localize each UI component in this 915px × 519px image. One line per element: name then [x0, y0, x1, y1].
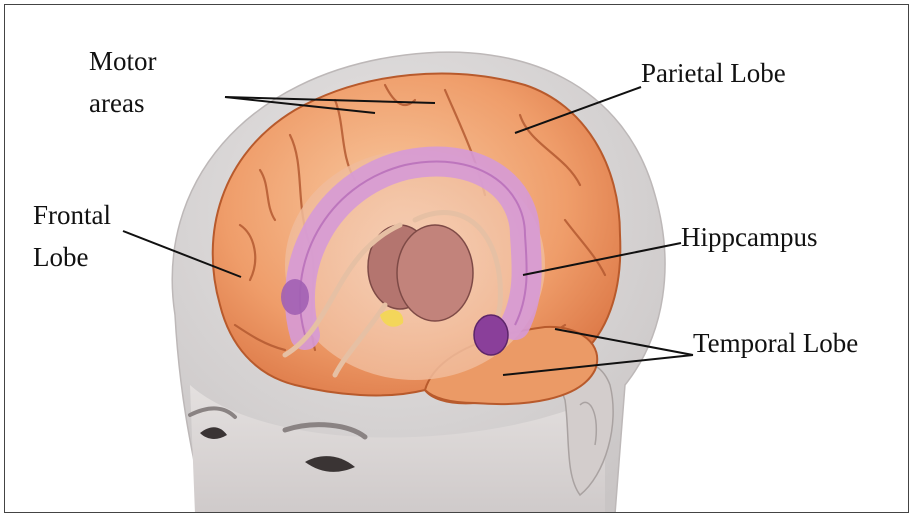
label-temporal: Temporal Lobe: [693, 327, 858, 359]
amygdala: [474, 315, 508, 355]
thalamus-right: [397, 225, 473, 321]
label-frontal-line2: Lobe: [33, 241, 88, 273]
label-parietal: Parietal Lobe: [641, 57, 786, 89]
diagram-frame: Motor areas Parietal Lobe Frontal Lobe H…: [4, 4, 909, 513]
label-motor-line2: areas: [89, 87, 144, 119]
label-frontal-line1: Frontal: [33, 199, 111, 231]
olfactory-bulb: [281, 279, 309, 315]
label-motor-line1: Motor: [89, 45, 157, 77]
label-hippocampus: Hippcampus: [681, 221, 817, 253]
